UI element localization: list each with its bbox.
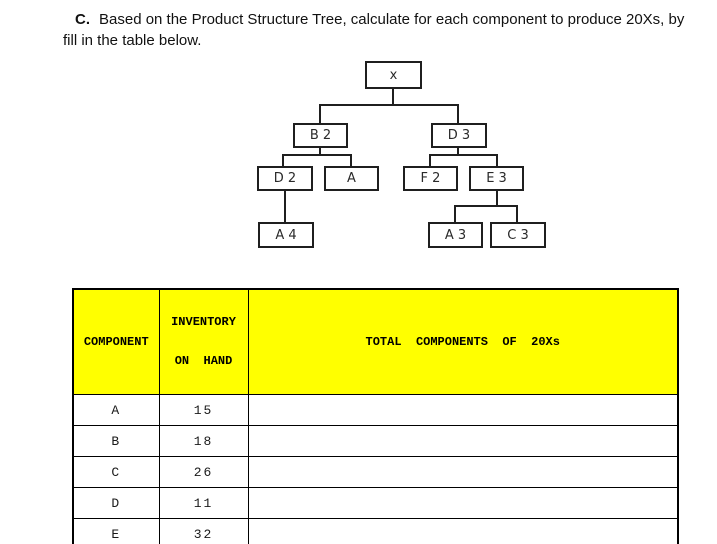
component-cell: D: [72, 487, 160, 519]
product-structure-tree: x B 2 D 3 D 2 A F 2 E 3 A 4 A 3 C 3: [257, 61, 546, 248]
question-text: C. Based on the Product Structure Tree, c…: [63, 9, 703, 51]
tree-node-d3: D 3: [431, 123, 487, 148]
tree-connector: [454, 205, 456, 222]
table-row: C 26: [72, 456, 679, 488]
tree-connector: [282, 154, 352, 156]
tree-node-x: x: [365, 61, 422, 89]
tree-node-e3: E 3: [469, 166, 524, 191]
tree-node-c3: C 3: [490, 222, 546, 248]
component-column-header: COMPONENT: [72, 288, 160, 395]
tree-connector: [496, 190, 498, 207]
inventory-cell: 15: [158, 394, 249, 426]
total-column-header: TOTAL COMPONENTS OF 20Xs: [247, 288, 679, 395]
components-table-wrap: COMPONENT INVENTORY ON HAND TOTAL COMPON…: [72, 288, 679, 544]
tree-connector: [429, 154, 498, 156]
tree-connector: [392, 88, 394, 106]
table-row: D 11: [72, 487, 679, 519]
tree-connector: [319, 104, 459, 106]
inventory-cell: 18: [158, 425, 249, 457]
inventory-header-line-1: INVENTORY: [171, 315, 236, 329]
tree-node-f2: F 2: [403, 166, 458, 191]
tree-connector: [496, 154, 498, 166]
tree-connector: [282, 154, 284, 166]
tree-connector: [457, 104, 459, 123]
component-cell: A: [72, 394, 160, 426]
total-answer-cell: [247, 456, 679, 488]
total-answer-cell: [247, 518, 679, 544]
tree-connector: [429, 154, 431, 166]
components-table: COMPONENT INVENTORY ON HAND TOTAL COMPON…: [72, 288, 679, 544]
total-answer-cell: [247, 487, 679, 519]
tree-node-d2: D 2: [257, 166, 313, 191]
table-row: E 32: [72, 518, 679, 544]
inventory-cell: 32: [158, 518, 249, 544]
tree-node-a4: A 4: [258, 222, 314, 248]
inventory-cell: 11: [158, 487, 249, 519]
inventory-cell: 26: [158, 456, 249, 488]
tree-node-b2: B 2: [293, 123, 348, 148]
tree-connector: [457, 147, 459, 156]
tree-connector: [319, 104, 321, 123]
total-answer-cell: [247, 394, 679, 426]
component-cell: E: [72, 518, 160, 544]
tree-connector: [516, 205, 518, 222]
tree-connector: [284, 190, 286, 222]
tree-connector: [350, 154, 352, 166]
inventory-header-line-2: ON HAND: [174, 354, 233, 368]
table-row: A 15: [72, 394, 679, 426]
inventory-column-header: INVENTORY ON HAND: [158, 288, 249, 395]
tree-node-a: A: [324, 166, 379, 191]
component-cell: B: [72, 425, 160, 457]
component-cell: C: [72, 456, 160, 488]
question-line-1-text: Based on the Product Structure Tree, cal…: [99, 11, 685, 28]
question-label: C.: [75, 11, 90, 28]
tree-connector: [454, 205, 518, 207]
table-header-row: COMPONENT INVENTORY ON HAND TOTAL COMPON…: [72, 288, 679, 395]
question-line-1: C. Based on the Product Structure Tree, c…: [63, 9, 703, 30]
tree-connector: [319, 147, 321, 156]
total-answer-cell: [247, 425, 679, 457]
question-line-2: fill in the table below.: [63, 32, 202, 49]
tree-node-a3: A 3: [428, 222, 483, 248]
table-row: B 18: [72, 425, 679, 457]
